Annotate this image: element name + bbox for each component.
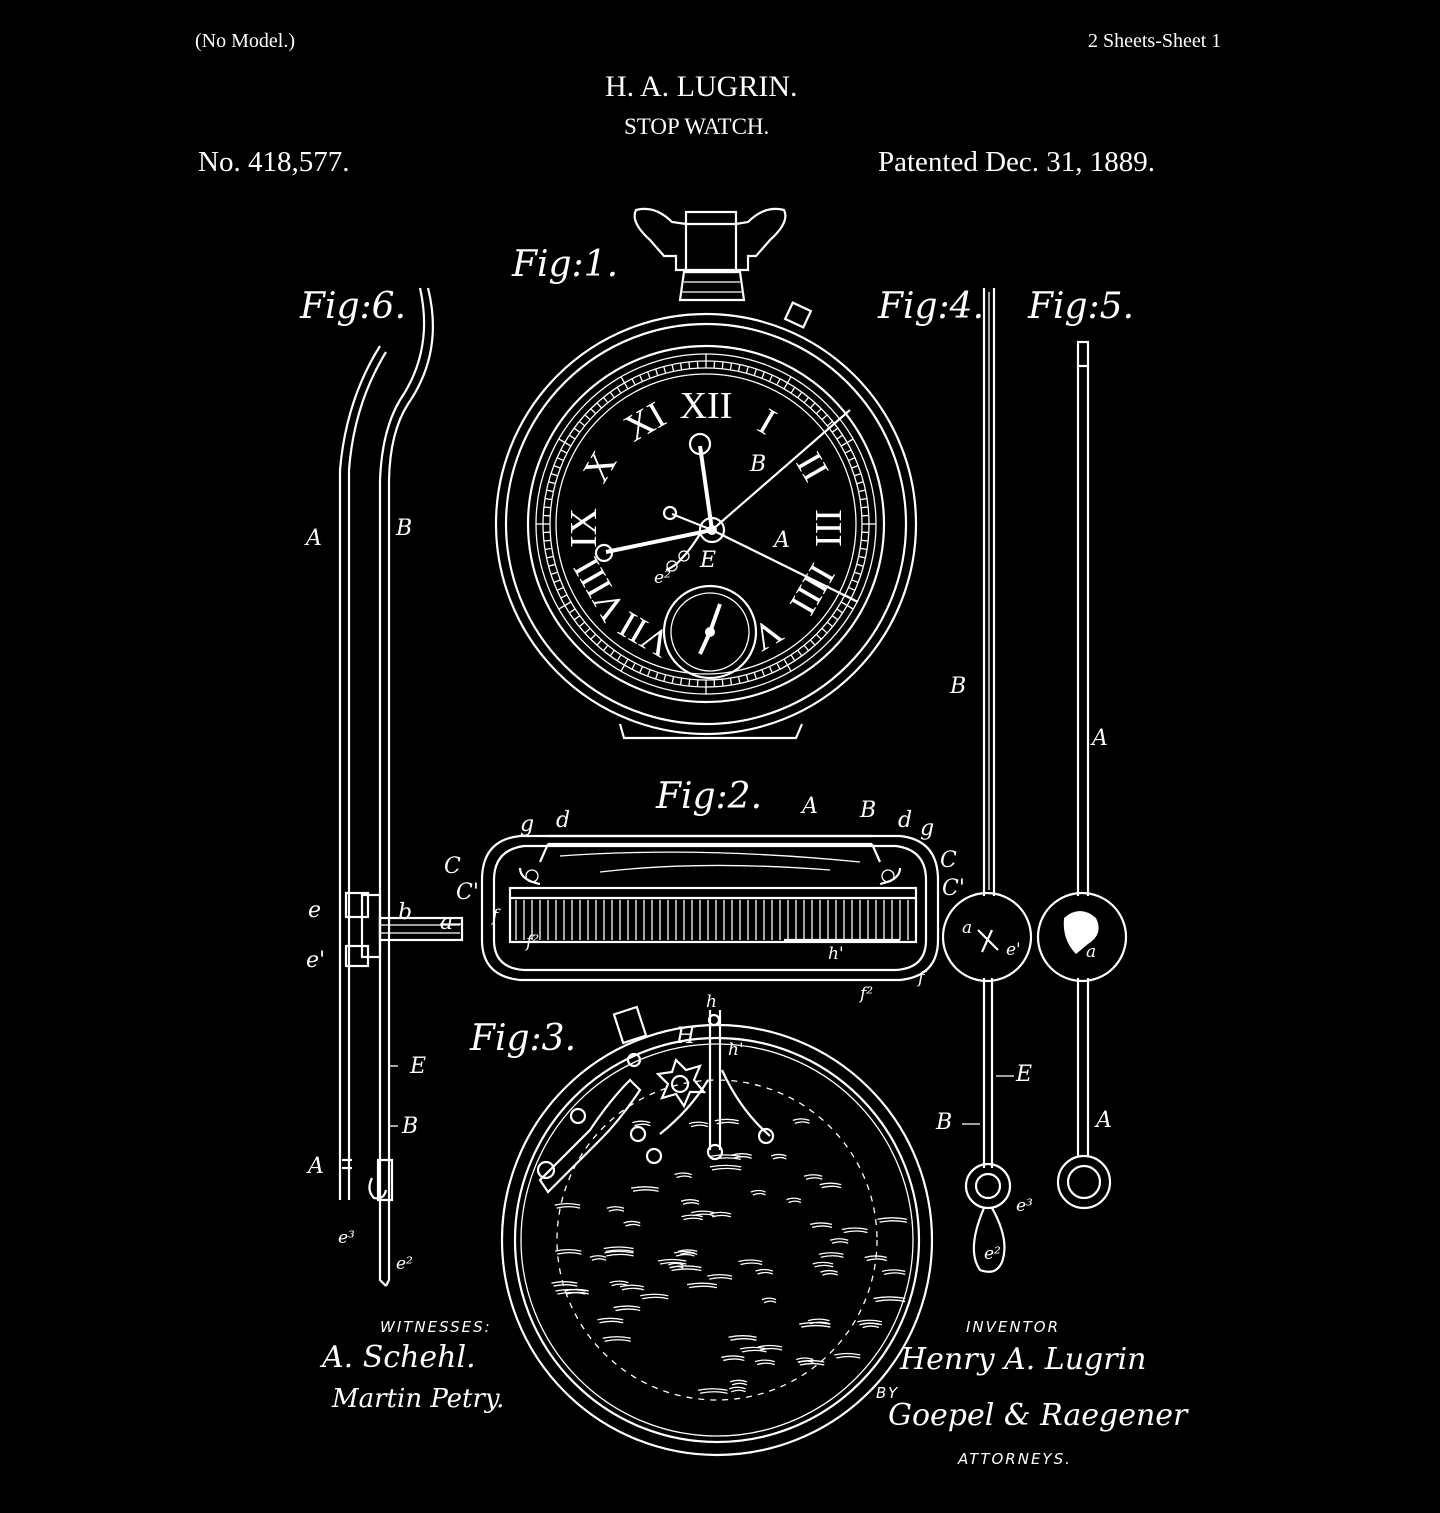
fig1-label: Fig:1. (512, 244, 619, 285)
ref-label-B: B (936, 1110, 953, 1135)
fig5-hand-front (1036, 340, 1128, 1210)
inventor-name-heading: H. A. LUGRIN. (605, 70, 798, 103)
fig2-cross-section (480, 834, 940, 982)
ref-label-A: A (774, 528, 790, 553)
ref-label-A: A (1092, 726, 1108, 751)
ref-label-f2: f² (526, 932, 540, 952)
inventor-signature: Henry A. Lugrin (900, 1342, 1147, 1377)
ref-label-H: H (676, 1024, 696, 1049)
ref-label-a: a (962, 918, 973, 938)
ref-label-B: B (750, 452, 767, 477)
sheet-indicator: 2 Sheets-Sheet 1 (1088, 30, 1222, 52)
ref-label-E: E (700, 548, 717, 573)
patent-number: No. 418,577. (198, 146, 350, 178)
ref-label-E: E (410, 1054, 427, 1079)
plate-texture (551, 1118, 908, 1394)
invention-title: STOP WATCH. (624, 114, 770, 139)
ref-label-f: f (492, 906, 499, 926)
ref-label-C: C (940, 848, 957, 873)
ref-label-e3: e³ (1016, 1196, 1033, 1216)
ref-label-B: B (396, 516, 413, 541)
fig5-label: Fig:5. (1028, 286, 1135, 327)
ref-label-e2: e² (654, 568, 671, 588)
fig1-stopwatch-illustration (494, 207, 918, 740)
ref-label-d: d (556, 808, 571, 833)
ref-label-h: h (706, 992, 717, 1012)
dial-numeral: III (807, 509, 849, 547)
dial-tick-marks (536, 354, 876, 694)
ref-label-a: a (1086, 942, 1097, 962)
inventor-label: INVENTOR (966, 1318, 1060, 1336)
ref-label-C1: C' (456, 880, 479, 905)
fig6-label: Fig:6. (300, 286, 407, 327)
ref-label-a: a (440, 910, 454, 935)
ref-label-h1: h' (728, 1040, 744, 1060)
attorneys-signature: Goepel & Raegener (888, 1398, 1188, 1433)
witness-1-signature: A. Schehl. (322, 1340, 476, 1375)
ref-label-A: A (1096, 1108, 1112, 1133)
attorneys-label: ATTORNEYS. (958, 1450, 1072, 1468)
ref-label-h1: h' (828, 944, 844, 964)
fig4-label: Fig:4. (878, 286, 985, 327)
ref-label-b: b (398, 900, 413, 925)
dial-numeral: XII (679, 385, 733, 427)
witnesses-label: WITNESSES: (380, 1318, 492, 1336)
section-hatching (515, 900, 909, 940)
ref-label-f2: f² (860, 984, 874, 1004)
ref-label-e2: e² (396, 1254, 413, 1274)
patent-date: Patented Dec. 31, 1889. (878, 146, 1156, 178)
model-note: (No Model.) (195, 30, 295, 52)
ref-label-e1: e' (1006, 940, 1021, 960)
fig2-label: Fig:2. (656, 776, 763, 817)
fig4-hand-assembly (941, 288, 1033, 1273)
ref-label-e: e (308, 898, 322, 923)
ref-label-A: A (308, 1154, 324, 1179)
ref-label-A: A (802, 794, 818, 819)
ref-label-g: g (920, 816, 935, 841)
ref-label-e2: e² (984, 1244, 1001, 1264)
ref-label-g: g (520, 812, 535, 837)
ref-label-B: B (860, 798, 877, 823)
dial-numeral: IX (563, 507, 605, 549)
ref-label-e1: e' (306, 948, 326, 973)
ref-label-C1: C' (942, 876, 965, 901)
fig3-label: Fig:3. (470, 1018, 577, 1059)
ref-label-E: E (1016, 1062, 1033, 1087)
ref-label-e3: e³ (338, 1228, 355, 1248)
ref-label-B: B (402, 1114, 419, 1139)
ref-label-A: A (306, 526, 322, 551)
by-label: BY (876, 1384, 900, 1402)
ref-label-B: B (950, 674, 967, 699)
ref-label-d: d (898, 808, 913, 833)
fig6-hand-side-view (338, 287, 464, 1287)
leader-lines (388, 923, 1014, 1127)
fig3-mechanism-view (500, 1005, 934, 1457)
ref-label-f: f (918, 968, 925, 988)
ref-label-C: C (444, 854, 461, 879)
witness-2-signature: Martin Petry. (332, 1384, 505, 1414)
